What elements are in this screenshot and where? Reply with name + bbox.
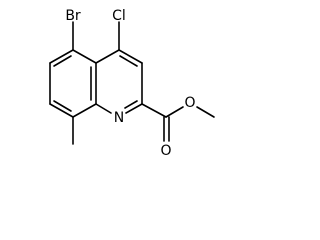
atom-label-cl: Cl — [112, 8, 126, 24]
atom-label-ester-o: O — [184, 95, 195, 111]
bond-c8-c8a — [72, 103, 97, 118]
bond-c4-c3-inner — [119, 55, 138, 67]
atom-label-n: N — [114, 110, 124, 126]
bond-carbonyl-ester-o — [165, 106, 184, 118]
bond-c5-c6 — [49, 49, 74, 64]
bond-c4a-c5 — [72, 49, 97, 64]
atom-label-br: Br — [65, 8, 81, 24]
bond-c4a-c4 — [95, 49, 120, 64]
bond-c5-c6-inner — [53, 55, 72, 67]
bond-c2-n1 — [125, 103, 143, 114]
bond-n1-c8a — [95, 103, 112, 114]
bond-c2-carbonyl — [141, 103, 167, 118]
molecule-svg: Br Cl N O O — [49, 8, 215, 159]
bond-c7-c8-inner — [53, 100, 72, 112]
bond-ester-o-methyl — [196, 106, 215, 118]
bond-c2-n1-inner — [124, 100, 138, 109]
atom-label-carbonyl-o: O — [160, 143, 171, 159]
structure-diagram: Br Cl N O O — [49, 8, 215, 159]
bond-c4-c3 — [118, 49, 143, 64]
bond-c7-c8 — [49, 103, 74, 118]
